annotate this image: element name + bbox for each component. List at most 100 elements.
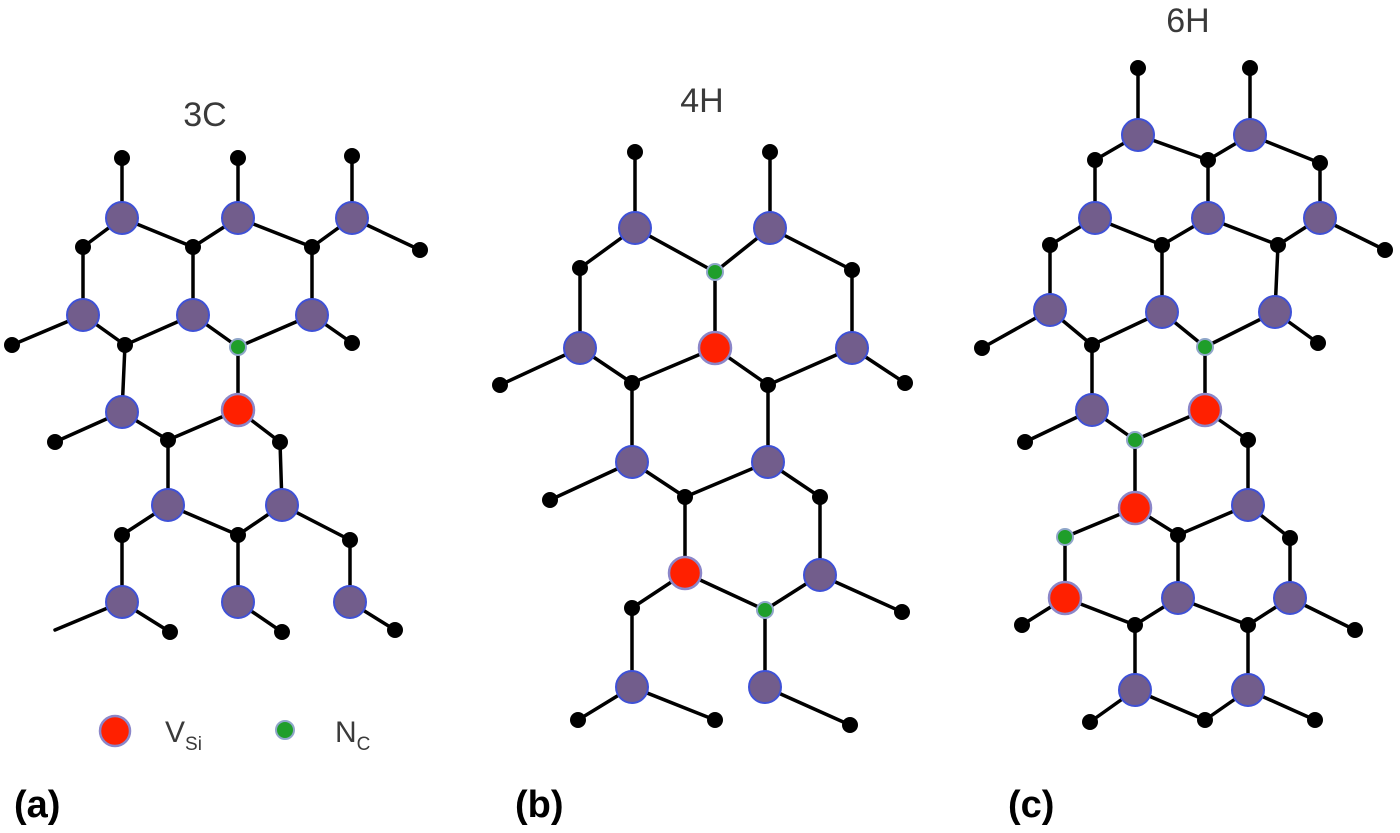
carbon-atom <box>412 242 428 258</box>
carbon-atom <box>1042 237 1058 253</box>
panel-a-label: (a) <box>14 784 60 826</box>
silicon-atom <box>1231 673 1265 707</box>
atoms-4h <box>492 144 913 733</box>
silicon-atom <box>1145 295 1179 329</box>
legend-vacancy-label: VSi <box>165 716 202 755</box>
carbon-atom <box>1240 617 1256 633</box>
carbon-atom <box>812 489 828 505</box>
carbon-atom <box>274 624 290 640</box>
atoms-6h <box>974 60 1393 730</box>
silicon-atom <box>1121 118 1155 152</box>
nitrogen-on-carbon <box>1056 528 1074 546</box>
nitrogen-on-carbon <box>706 263 724 281</box>
carbon-atom <box>1130 60 1146 76</box>
carbon-atom <box>117 337 133 353</box>
silicon-atom <box>615 670 649 704</box>
silicon-atom <box>1078 201 1112 235</box>
silicon-atom <box>221 201 255 235</box>
panel-a-title: 3C <box>183 96 226 134</box>
silicon-atom <box>265 488 299 522</box>
silicon-atom <box>335 201 369 235</box>
carbon-atom <box>762 144 778 160</box>
carbon-atom <box>627 144 643 160</box>
carbon-atom <box>492 377 508 393</box>
silicon-vacancy <box>220 392 256 428</box>
silicon-atom <box>105 395 139 429</box>
carbon-atom <box>760 377 776 393</box>
carbon-atom <box>1282 530 1298 546</box>
legend-nitrogen-swatch <box>275 720 295 740</box>
carbon-atom <box>1312 155 1328 171</box>
carbon-atom <box>344 148 360 164</box>
carbon-atom <box>572 260 588 276</box>
carbon-atom <box>1197 712 1213 728</box>
carbon-atom <box>185 239 201 255</box>
atoms-3c <box>4 148 428 640</box>
carbon-atom <box>1154 237 1170 253</box>
carbon-atom <box>75 239 91 255</box>
carbon-atom <box>387 622 403 638</box>
silicon-atom <box>1118 673 1152 707</box>
lattice-4h <box>492 144 913 733</box>
silicon-atom <box>221 585 255 619</box>
legend-nitrogen-sub: C <box>357 734 371 755</box>
carbon-atom <box>677 489 693 505</box>
silicon-atom <box>835 331 869 365</box>
carbon-atom <box>342 532 358 548</box>
silicon-atom <box>1033 293 1067 327</box>
silicon-atom <box>1258 295 1292 329</box>
silicon-vacancy <box>697 330 733 366</box>
silicon-atom <box>151 488 185 522</box>
carbon-atom <box>272 434 288 450</box>
legend-nitrogen-label: NC <box>335 716 370 755</box>
carbon-atom <box>1014 617 1030 633</box>
lattice-6h <box>974 60 1393 730</box>
carbon-atom <box>47 434 63 450</box>
carbon-atom <box>230 150 246 166</box>
carbon-atom <box>4 337 20 353</box>
silicon-atom <box>753 211 787 245</box>
carbon-atom <box>1347 622 1363 638</box>
panel-b-label: (b) <box>515 784 564 826</box>
carbon-atom <box>1310 335 1326 351</box>
carbon-atom <box>1270 237 1286 253</box>
panel-c-title: 6H <box>1166 2 1209 40</box>
silicon-atom <box>295 298 329 332</box>
silicon-atom <box>751 445 785 479</box>
carbon-atom <box>624 600 640 616</box>
carbon-atom <box>1240 432 1256 448</box>
silicon-atom <box>1191 201 1225 235</box>
carbon-atom <box>114 527 130 543</box>
carbon-atom <box>624 375 640 391</box>
silicon-vacancy <box>1187 392 1223 428</box>
silicon-vacancy <box>1117 490 1153 526</box>
nitrogen-on-carbon <box>756 601 774 619</box>
carbon-atom <box>1127 617 1143 633</box>
carbon-atom <box>1377 242 1393 258</box>
nitrogen-on-carbon <box>1196 338 1214 356</box>
carbon-atom <box>114 150 130 166</box>
silicon-atom <box>618 211 652 245</box>
silicon-vacancy <box>1047 580 1083 616</box>
silicon-atom <box>1233 118 1267 152</box>
carbon-atom <box>230 527 246 543</box>
carbon-atom <box>844 262 860 278</box>
silicon-atom <box>1231 488 1265 522</box>
silicon-atom <box>176 298 210 332</box>
silicon-atom <box>1303 201 1337 235</box>
panel-c-label: (c) <box>1008 784 1054 826</box>
carbon-atom <box>842 717 858 733</box>
carbon-atom <box>570 712 586 728</box>
carbon-atom <box>1084 337 1100 353</box>
carbon-atom <box>707 712 723 728</box>
carbon-atom <box>894 604 910 620</box>
silicon-atom <box>1161 581 1195 615</box>
legend-vacancy-main: V <box>165 716 185 749</box>
carbon-atom <box>304 239 320 255</box>
carbon-atom <box>1200 152 1216 168</box>
silicon-vacancy <box>667 555 703 591</box>
carbon-atom <box>897 375 913 391</box>
silicon-atom <box>1273 581 1307 615</box>
carbon-atom <box>1017 434 1033 450</box>
